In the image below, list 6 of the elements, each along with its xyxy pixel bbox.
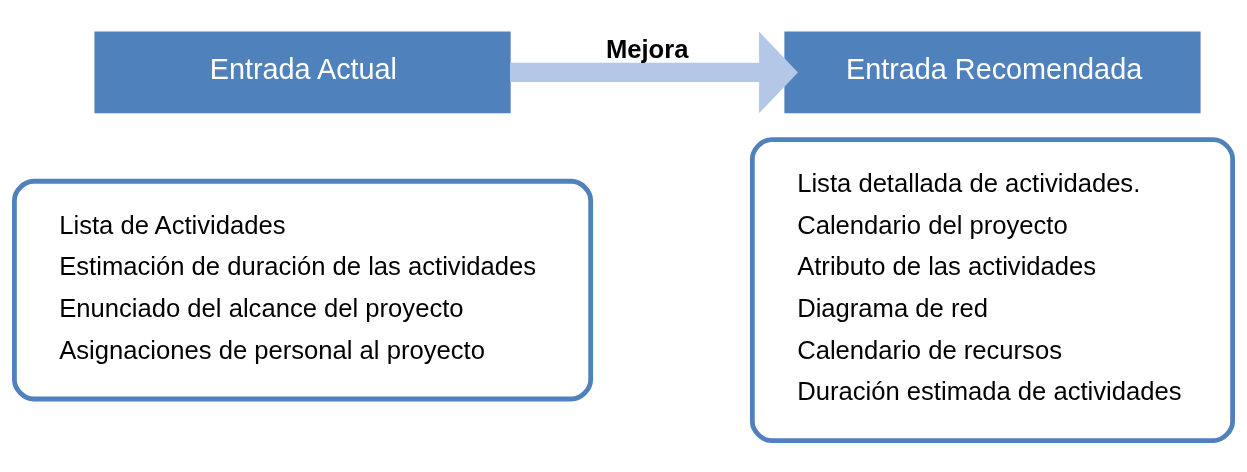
node-box: Entrada Actual [94,31,511,113]
arrow [510,31,798,113]
node-box: Lista de Actividades Estimación de duración de las actividades Enunciado del alcance del proyecto Asignaciones de personal al proyecto [12,178,594,401]
node-box: Entrada Recomendada [784,31,1201,113]
node-box: Lista detallada de actividades. Calendario del proyecto Atributo de las actividades Diagrama de red Calendario de recursos Duración estimada de actividades [749,136,1235,443]
edge-label: Mejora [605,34,689,63]
